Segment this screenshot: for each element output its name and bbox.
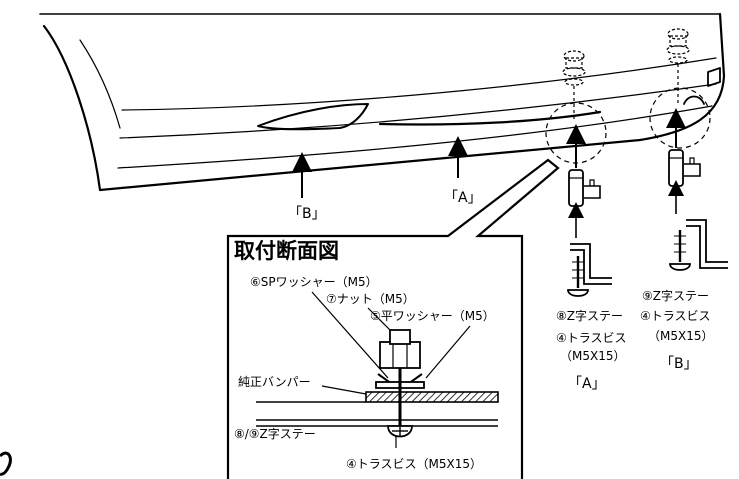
bumper-plate [365,391,499,403]
kit-b-stay-label: ⑨Z字ステー [642,288,709,303]
marker-a-label: 「A」 [444,190,482,206]
nut-shape [379,341,421,369]
truss-screw-label: ④トラスビス（M5X15） [346,457,482,471]
z-stay-b [668,180,728,271]
kit-a-stay-label: ⑧Z字ステー [556,308,623,323]
bumper-label: 純正バンパー [238,375,311,389]
marker-b-label: 「B」 [288,206,326,222]
hardware-stack-b [666,28,690,64]
bumper-outline [42,12,726,192]
leader-lines [311,291,471,448]
callout-frame [226,158,560,479]
kit-b-tag: 「B」 [660,356,698,372]
section-callout [226,158,560,479]
kit-a-tag: 「A」 [568,376,606,392]
marker-arrows [292,136,468,198]
bumper-illustration [39,12,726,192]
reflector-slot [257,103,369,131]
z-stay-label: ⑧/⑨Z字ステー [234,426,316,441]
section-title: 取付断面図 [234,239,339,263]
hardware-stack-a [562,50,586,86]
kit-b-size-label: （M5X15） [648,329,713,343]
page-edge-mark [0,451,12,476]
z-stay-a [567,202,612,297]
kit-b-screw-label: ④トラスビス [640,309,711,323]
flat-washer-label: ⑤平ワッシャー（M5） [370,309,495,323]
nut-label: ⑦ナット（M5） [326,292,415,306]
kit-a-size-label: （M5X15） [560,349,625,363]
detail-circle-b [649,87,711,149]
kit-a-screw-label: ④トラスビス [556,331,627,345]
section-hardware [375,329,425,426]
sp-washer-label: ⑥SPワッシャー（M5） [250,275,378,289]
